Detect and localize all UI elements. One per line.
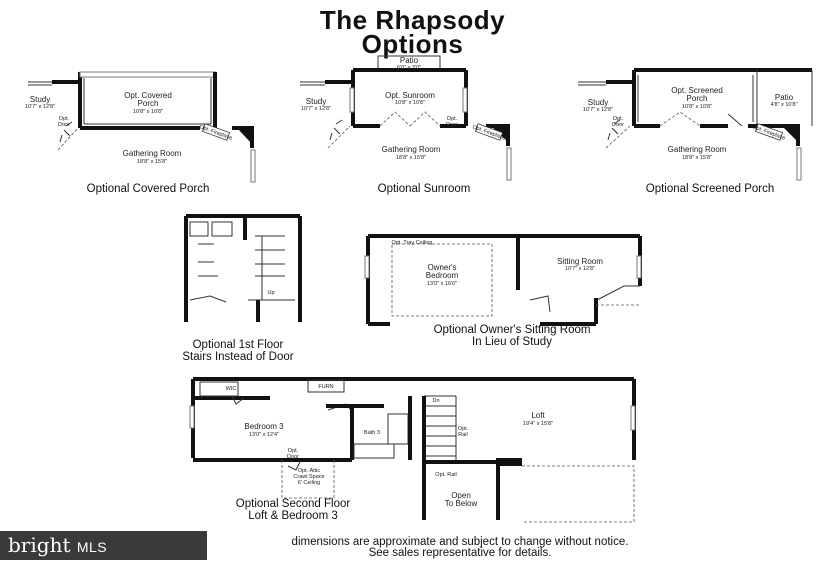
tray-ceiling-label: Opt. Tray Ceiling [392, 240, 433, 246]
screened-porch-label-2: Porch [687, 94, 708, 103]
owners-label: Owner's [427, 263, 456, 272]
caption-sunroom: Optional Sunroom [378, 183, 471, 195]
opt-door-label-2: Door [612, 122, 624, 128]
page-title-line2: Options [361, 29, 464, 59]
patio-label: Patio [775, 93, 794, 102]
opt-door-label-2: Door [58, 122, 70, 128]
brand-mls: MLS [76, 539, 108, 555]
patio-label: Patio [400, 56, 419, 65]
owners-bedroom-dim: 13'0" x 16'0" [427, 281, 457, 287]
opt-door-label: Opt. [613, 116, 624, 122]
open-to-below-label-2: To Below [445, 499, 478, 508]
bath3-label: Bath 3 [364, 430, 380, 436]
covered-porch-label-2: Porch [138, 99, 159, 108]
opt-door-label-2: Door [446, 122, 458, 128]
plan-covered-porch: Opt. Fireplace Study 10'7" x 12'8" Opt. … [25, 71, 256, 195]
bedroom3-dim: 13'0" x 12'4" [249, 432, 279, 438]
sunroom-dim: 10'8" x 10'8" [395, 100, 425, 106]
gathering-room-dim: 18'8" x 15'8" [137, 159, 167, 165]
opt-rail-label-2: Rail [458, 432, 467, 438]
opt-door-label: Opt. [447, 116, 458, 122]
caption-sitting-1: Optional Owner's Sitting Room [434, 324, 591, 336]
opt-door-label: Opt. [288, 448, 299, 454]
study-dim: 10'7" x 12'8" [583, 107, 613, 113]
loft-dim: 19'4" x 15'8" [523, 421, 553, 427]
caption-sitting-2: In Lieu of Study [472, 336, 552, 348]
attic-label-3: 6' Ceiling [298, 480, 320, 486]
gathering-room-label: Gathering Room [668, 145, 727, 154]
plan-sunroom: Opt. Fireplace Patio 6'0" x 3'0" Study 1… [300, 55, 512, 195]
bedroom3-label: Bedroom 3 [244, 422, 284, 431]
study-label: Study [306, 97, 326, 106]
gathering-room-dim: 18'8" x 15'8" [682, 155, 712, 161]
bright-mls-logo: bright MLS [0, 531, 207, 560]
open-to-below-label-1: Open [451, 491, 471, 500]
study-label: Study [588, 98, 608, 107]
covered-porch-label: Opt. Covered [124, 91, 172, 100]
caption-second-floor-1: Optional Second Floor [236, 498, 351, 510]
gathering-room-dim: 18'8" x 15'8" [396, 155, 426, 161]
opt-rail-label: Opt. [458, 426, 469, 432]
brand-wordmark: bright [8, 533, 71, 557]
caption-screened-porch: Optional Screened Porch [646, 183, 775, 195]
sunroom-label: Opt. Sunroom [385, 91, 435, 100]
gathering-room-label: Gathering Room [382, 145, 441, 154]
plan-stairs: Up Optional 1st Floor Stairs Instead of … [182, 214, 302, 363]
stairs-down-label: Dn [432, 398, 439, 404]
page-title-line1: The Rhapsody [319, 5, 506, 35]
attic-label-1: Opt. Attic [298, 468, 321, 474]
screened-porch-label: Opt. Screened [671, 86, 723, 95]
wic-label: WIC [226, 386, 237, 392]
disclaimer-line1: dimensions are approximate and subject t… [291, 536, 629, 548]
attic-label-2: Crawl Space [293, 474, 324, 480]
caption-stairs-2: Stairs Instead of Door [182, 351, 293, 363]
study-label: Study [30, 95, 50, 104]
screened-porch-dim: 10'8" x 10'8" [682, 104, 712, 110]
caption-stairs-1: Optional 1st Floor [193, 339, 284, 351]
study-dim: 10'7" x 12'8" [301, 106, 331, 112]
caption-second-floor-2: Loft & Bedroom 3 [248, 510, 338, 522]
owners-bedroom-label: Bedroom [426, 271, 459, 280]
opt-rail-bottom-label: Opt. Rail [435, 472, 456, 478]
stairs-up-label: Up [267, 290, 274, 296]
sitting-room-dim: 10'7" x 12'8" [565, 266, 595, 272]
gathering-room-label: Gathering Room [123, 149, 182, 158]
patio-dim: 6'0" x 3'0" [397, 65, 421, 71]
plan-owners-sitting: Opt. Tray Ceiling Owner's Bedroom 13'0" … [364, 234, 642, 348]
covered-porch-dim: 10'8" x 10'8" [133, 109, 163, 115]
plan-screened-porch: Opt. Fireplace Study 10'7" x 12'8" Opt. … [578, 68, 813, 195]
sitting-room-label: Sitting Room [557, 257, 603, 266]
study-dim: 10'7" x 12'8" [25, 104, 55, 110]
opt-door-label-2: Door [287, 454, 299, 460]
caption-covered-porch: Optional Covered Porch [87, 183, 210, 195]
opt-door-label: Opt. [59, 116, 70, 122]
loft-label: Loft [531, 411, 545, 420]
patio-dim: 4'8" x 10'8" [770, 102, 797, 108]
furnace-label: FURN [318, 384, 333, 390]
plan-second-floor: WIC FURN Dn Bedroom 3 13'0" x 12'4" Bath… [189, 377, 636, 523]
disclaimer-line2: See sales representative for details. [368, 547, 552, 559]
